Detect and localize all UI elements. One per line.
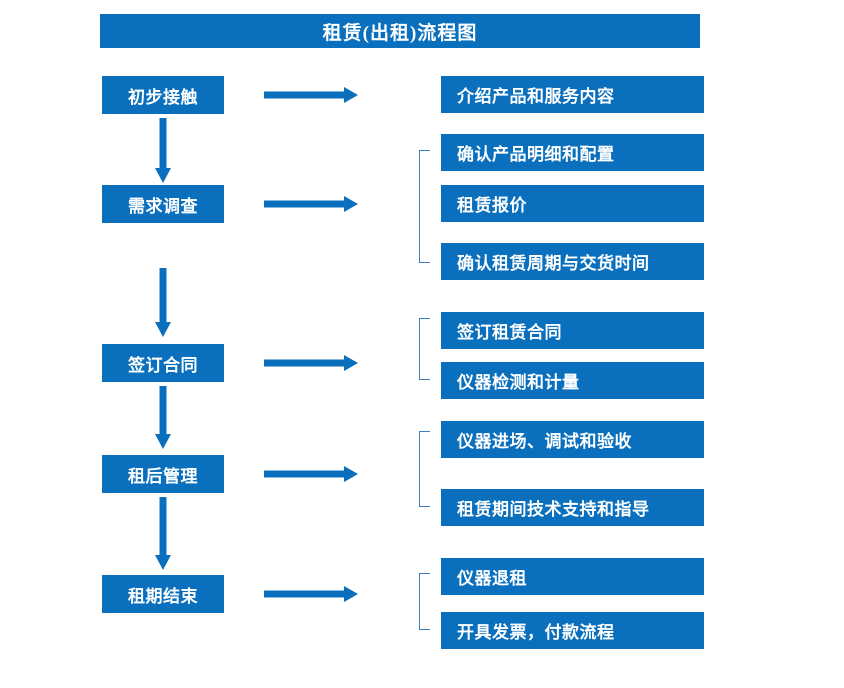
group-bracket-sign-contract [419,318,430,380]
horizontal-arrow-1 [264,86,359,104]
horizontal-arrow-4 [264,465,359,483]
stage-box-sign-contract[interactable]: 签订合同 [102,344,224,382]
vertical-arrow-3 [154,386,172,450]
stage-box-initial-contact[interactable]: 初步接触 [102,76,224,114]
detail-box-sign-rental-contract[interactable]: 签订租赁合同 [441,312,704,349]
detail-box-confirm-product-specs[interactable]: 确认产品明细和配置 [441,134,704,171]
group-bracket-post-rental [419,431,430,507]
detail-box-introduce-products[interactable]: 介绍产品和服务内容 [441,76,704,113]
vertical-arrow-2 [154,268,172,338]
horizontal-arrow-5 [264,585,359,603]
detail-box-instrument-inspection[interactable]: 仪器检测和计量 [441,362,704,399]
stage-box-post-rental-management[interactable]: 租后管理 [102,455,224,493]
diagram-title: 租赁(出租)流程图 [100,14,700,48]
stage-box-rental-end[interactable]: 租期结束 [102,575,224,613]
stage-box-needs-survey[interactable]: 需求调查 [102,185,224,223]
detail-box-rental-quotation[interactable]: 租赁报价 [441,185,704,222]
detail-box-technical-support[interactable]: 租赁期间技术支持和指导 [441,489,704,526]
detail-box-confirm-period-delivery[interactable]: 确认租赁周期与交货时间 [441,243,704,280]
group-bracket-needs-survey [419,150,430,263]
group-bracket-rental-end [419,573,430,630]
vertical-arrow-4 [154,497,172,571]
detail-box-instrument-onsite-commissioning[interactable]: 仪器进场、调试和验收 [441,421,704,458]
vertical-arrow-1 [154,118,172,184]
horizontal-arrow-3 [264,354,359,372]
detail-box-instrument-return[interactable]: 仪器退租 [441,558,704,595]
detail-box-invoice-payment[interactable]: 开具发票，付款流程 [441,612,704,649]
horizontal-arrow-2 [264,195,359,213]
